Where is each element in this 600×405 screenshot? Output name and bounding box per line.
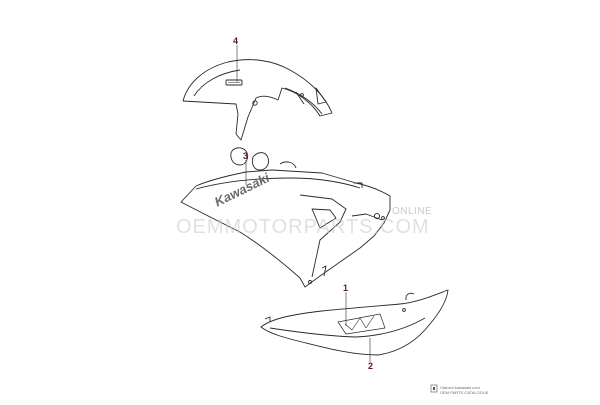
footer-logo: [430, 384, 438, 393]
callout-4: 4: [233, 36, 239, 46]
callout-1: 1: [343, 283, 349, 293]
footer-line-2: OEM PARTS CATALOGUE: [440, 390, 489, 395]
callout-3: 3: [243, 151, 249, 161]
callout-2: 2: [368, 361, 374, 371]
leader-lines: [236, 45, 371, 362]
front-fender: [182, 59, 333, 141]
footer-line-1: Cfanchi kawasaki.com: [440, 385, 480, 390]
lower-fairing: [260, 289, 449, 356]
watermark-side: ONLINE: [392, 206, 433, 217]
side-cowl: [180, 147, 391, 288]
watermark-main: OEMMOTORPARTS.COM: [176, 216, 430, 238]
